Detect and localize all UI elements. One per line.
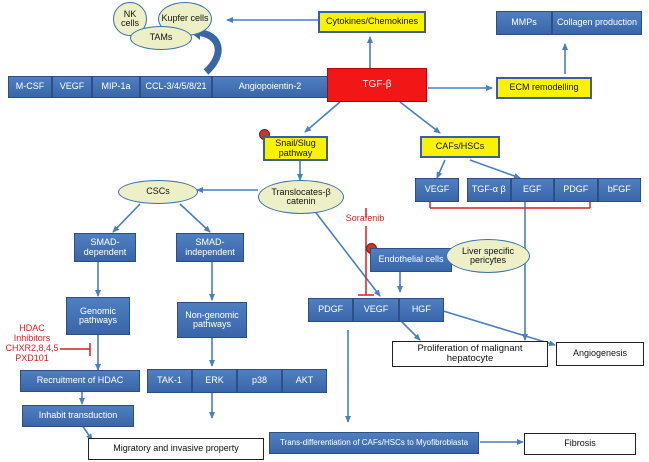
migratory-box: Migratory and invasive property bbox=[88, 438, 264, 460]
recruitment-hdac-box: Recruitment of HDAC bbox=[20, 370, 140, 392]
arrow-tgf-to-snail bbox=[304, 101, 341, 133]
ecm-box: ECM remodelling bbox=[496, 77, 592, 99]
cytokines-box: Cytokines/Chemokines bbox=[318, 11, 426, 33]
non-genomic-box: Non-genomic pathways bbox=[177, 302, 247, 338]
growth-egf: EGF bbox=[510, 178, 554, 202]
hdac-inhibitors-label: HDAC Inhibitors CHXR2,8,4,5 PXD101 bbox=[5, 323, 59, 363]
endothelial-box: Endothelial cells bbox=[370, 248, 452, 272]
growth-pdgf: PDGF bbox=[554, 178, 598, 202]
cytokine-ccl: CCL-3/4/5/8/21 bbox=[140, 76, 212, 98]
pdgf-row-pdgf: PDGF bbox=[308, 298, 354, 322]
sorafenib-label: Sorafenib bbox=[345, 213, 385, 223]
cscs-oval: CSCs bbox=[118, 180, 198, 204]
proliferation-box: Proliferation of malignant hepatocyte bbox=[392, 341, 548, 367]
arrow-pdgf-to-proliferation bbox=[399, 319, 421, 341]
cytokine-row: M-CSF VEGF MIP-1a CCL-3/4/5/8/21 Angiopo… bbox=[8, 76, 328, 98]
curved-arrow-to-tams bbox=[195, 28, 222, 75]
kinase-erk: ERK bbox=[192, 369, 237, 393]
translocates-oval: Translocates-β catenin bbox=[258, 180, 344, 214]
angiogenesis-box: Angiogenesis bbox=[556, 342, 644, 366]
kinase-row: TAK-1 ERK p38 AKT bbox=[147, 369, 327, 393]
mmps-box: MMPs bbox=[496, 11, 552, 35]
pdgf-row-hgf: HGF bbox=[398, 298, 444, 322]
cytokine-angiopoientin: Angiopoientin-2 bbox=[212, 76, 328, 98]
kinase-p38: p38 bbox=[237, 369, 282, 393]
vegf-caf-box: VEGF bbox=[415, 178, 459, 202]
growth-factor-row: TGF-α β EGF PDGF bFGF bbox=[467, 178, 641, 202]
fibrosis-box: Fibrosis bbox=[524, 433, 636, 455]
arrow-cscs-to-smad-indep bbox=[179, 203, 211, 233]
smad-dependent-box: SMAD-dependent bbox=[74, 233, 136, 262]
arrow-tgf-to-cafs bbox=[399, 101, 441, 134]
trans-diff-box: Trans-differentiation of CAFs/HSCs to My… bbox=[269, 432, 479, 454]
arrow-cscs-to-smad-dep bbox=[112, 203, 141, 233]
liver-pericytes-oval: Liver specific pericytes bbox=[446, 239, 530, 273]
tgf-beta-box: TGF-β bbox=[327, 68, 427, 102]
pdgf-row-vegf: VEGF bbox=[353, 298, 399, 322]
arrow-pdgf-to-angiogenesis bbox=[439, 309, 556, 347]
arrow-cafs-to-growth bbox=[469, 159, 521, 179]
tams-oval: TAMs bbox=[130, 26, 192, 50]
cytokine-vegf: VEGF bbox=[52, 76, 92, 98]
kinase-akt: AKT bbox=[282, 369, 327, 393]
arrow-cafs-to-vegf bbox=[436, 159, 446, 179]
cytokine-mip1a: MIP-1a bbox=[92, 76, 140, 98]
cytokine-mcsf: M-CSF bbox=[8, 76, 52, 98]
genomic-box: Genomic pathways bbox=[66, 297, 130, 335]
mmps-row: MMPs Collagen production bbox=[496, 11, 642, 35]
smad-independent-box: SMAD-independent bbox=[176, 233, 244, 262]
growth-tgf-alpha: TGF-α β bbox=[467, 178, 511, 202]
cafs-hscs-box: CAFs/HSCs bbox=[420, 136, 500, 158]
pdgf-row: PDGF VEGF HGF bbox=[308, 298, 444, 322]
collagen-box: Collagen production bbox=[552, 11, 642, 35]
kinase-tak1: TAK-1 bbox=[147, 369, 192, 393]
snail-slug-box: Snail/Slug pathway bbox=[263, 136, 328, 161]
inhabit-transduction-box: Inhabit transduction bbox=[22, 405, 134, 427]
growth-bfgf: bFGF bbox=[597, 178, 641, 202]
